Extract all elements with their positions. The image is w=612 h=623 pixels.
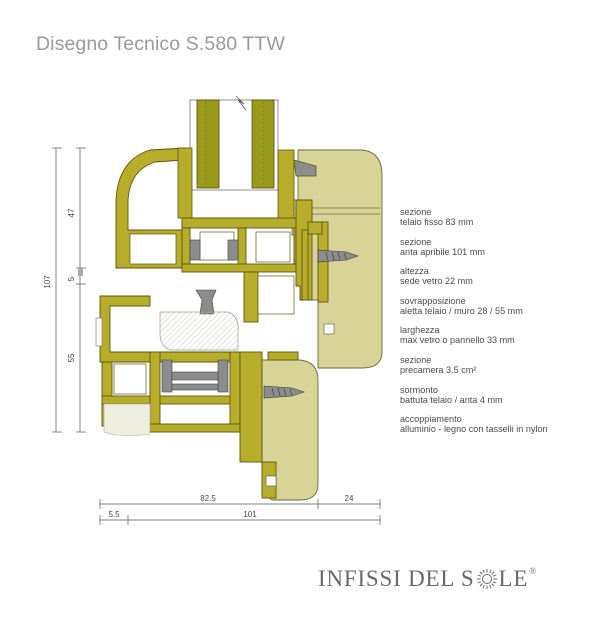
registered-mark: ® xyxy=(529,566,537,576)
dim-total: 107 xyxy=(43,275,52,289)
thermal-break xyxy=(161,239,239,393)
page-title: Disegno Tecnico S.580 TTW xyxy=(36,33,285,55)
dim-101: 101 xyxy=(243,510,257,519)
brand-logo: INFISSI DEL S LE ® xyxy=(318,566,537,592)
spec-value: aletta telaio / muro 28 / 55 mm xyxy=(400,305,523,316)
nylon-dowel xyxy=(265,323,335,487)
spec-label: sezione xyxy=(400,207,432,217)
horizontal-dimensions xyxy=(99,499,381,525)
lower-insulation xyxy=(103,403,151,436)
dim-top: 47 xyxy=(67,208,76,217)
spec-value: alluminio - legno con tasselli in nylon xyxy=(400,424,548,435)
spec-value: max vetro o pannello 33 mm xyxy=(400,335,515,346)
brand-text-part1: INFISSI DEL S xyxy=(318,566,475,591)
aluminium-frame xyxy=(99,147,329,499)
spec-value: sede vetro 22 mm xyxy=(400,276,473,287)
spec-label: sezione xyxy=(400,354,432,365)
dim-bottom: 55 xyxy=(67,353,76,362)
dim-middle: 5 xyxy=(67,276,76,281)
spec-label: altezza xyxy=(400,266,429,277)
spec-value: precamera 3.5 cm² xyxy=(400,364,477,375)
glass-pane xyxy=(189,95,279,191)
dimension-marker xyxy=(78,268,83,276)
brand-text-part2: LE xyxy=(498,566,529,591)
dim-82-5: 82.5 xyxy=(200,494,216,503)
dim-24: 24 xyxy=(345,494,354,503)
vertical-dimensions xyxy=(52,147,86,433)
outer-seal xyxy=(95,317,103,347)
spec-value: anta apribile 101 mm xyxy=(400,246,485,257)
insulation-block xyxy=(159,311,239,351)
spec-value: battuta telaio / anta 4 mm xyxy=(400,394,503,405)
spec-value: telaio fisso 83 mm xyxy=(400,217,474,227)
spec-label: accoppiamento xyxy=(400,414,462,425)
sun-logo-icon xyxy=(476,569,497,589)
spec-label: larghezza xyxy=(400,325,440,336)
spec-label: sormonto xyxy=(400,384,438,395)
glazing-bead xyxy=(177,147,317,219)
spec-label: sovrapposizione xyxy=(400,295,466,306)
screw-icon xyxy=(263,249,359,399)
dim-5-5: 5.5 xyxy=(108,510,120,519)
spec-label: sezione xyxy=(400,236,432,247)
